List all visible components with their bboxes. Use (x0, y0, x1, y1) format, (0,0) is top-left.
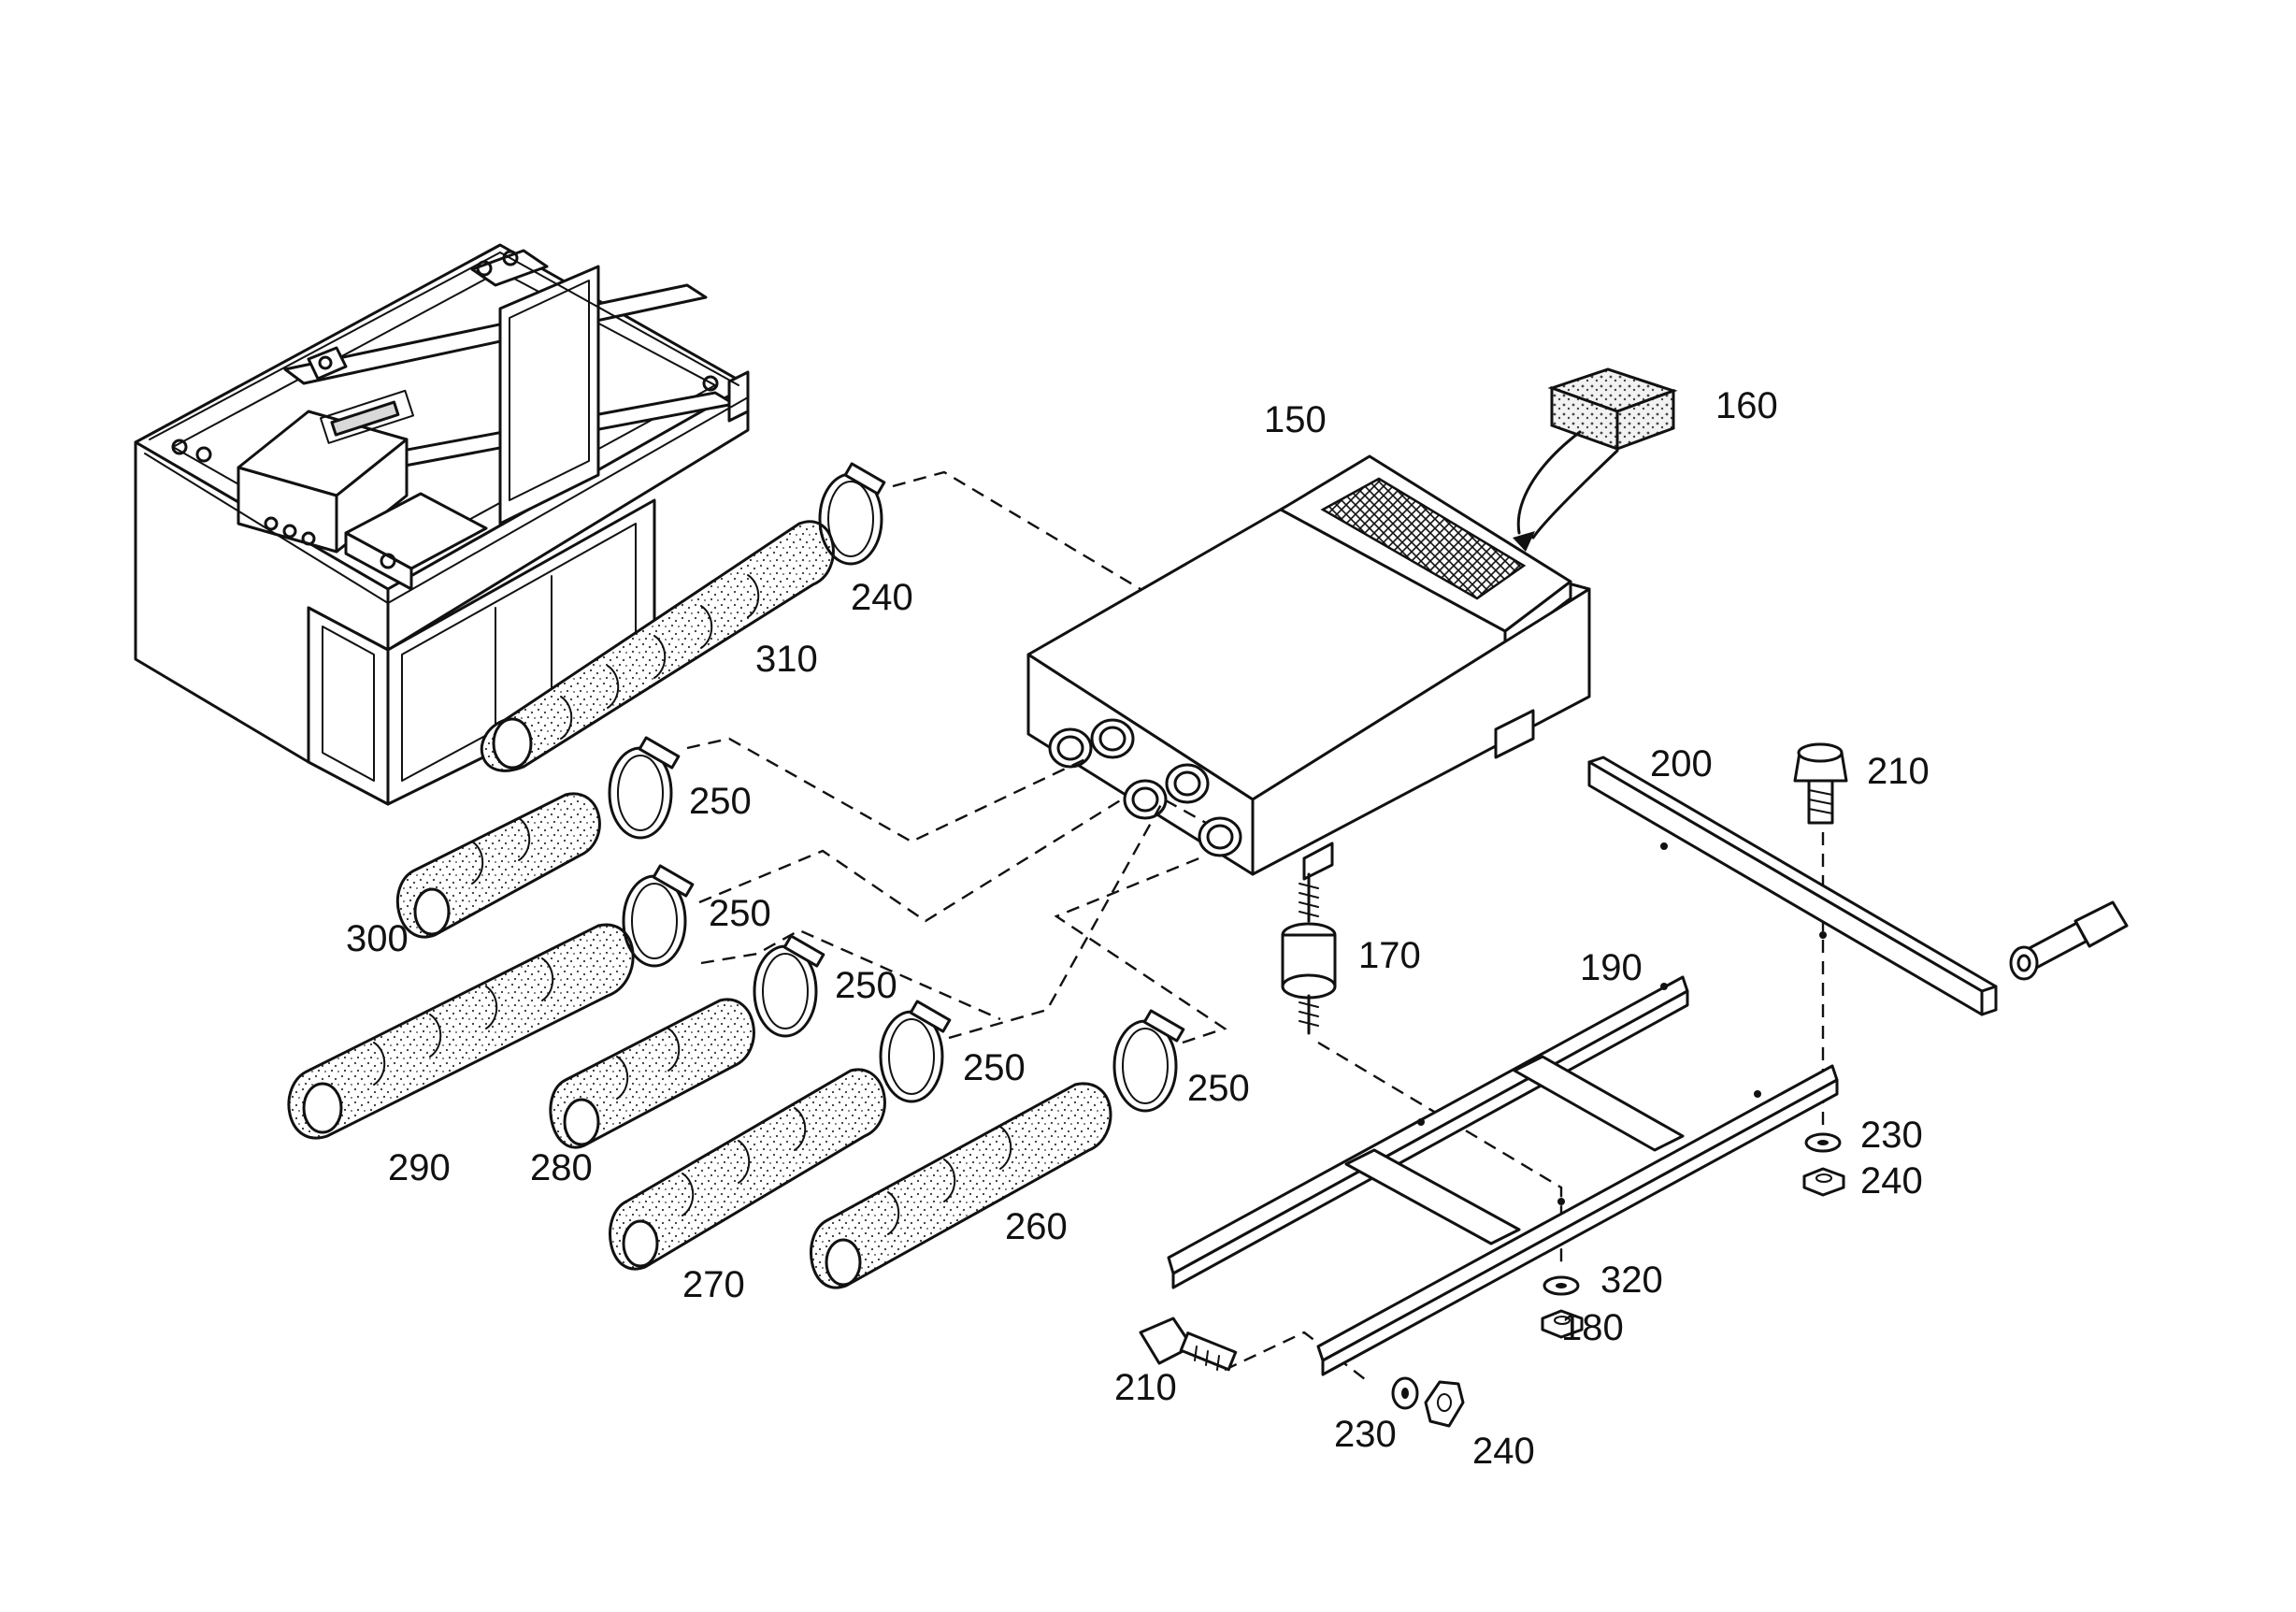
base-frame (1167, 975, 1839, 1376)
callout-310: 310 (755, 639, 818, 680)
callout-250-b: 250 (709, 893, 771, 934)
callout-250-e: 250 (1187, 1068, 1250, 1109)
hose-clamp (753, 934, 825, 1038)
callout-230-bottom: 230 (1334, 1414, 1397, 1455)
callout-300: 300 (346, 918, 409, 959)
bolt-vertical (1793, 742, 1848, 825)
alignment-lines (686, 470, 1825, 1380)
callout-260: 260 (1005, 1206, 1068, 1247)
nut (1424, 1380, 1465, 1428)
callout-190: 190 (1580, 947, 1643, 988)
callout-320: 320 (1600, 1259, 1663, 1301)
callout-150: 150 (1264, 399, 1327, 440)
callout-250-c: 250 (835, 965, 897, 1006)
bolt-lower (1139, 1317, 1238, 1372)
hose-280 (549, 998, 755, 1149)
callout-200: 200 (1650, 743, 1713, 784)
hose-clamp (818, 462, 886, 566)
callout-240-clamp: 240 (851, 577, 913, 618)
callout-240-bottom: 240 (1472, 1431, 1535, 1472)
callout-210-top: 210 (1867, 751, 1930, 792)
callout-labels: 150 160 170 180 190 200 210 210 230 230 … (346, 385, 1930, 1472)
callout-160: 160 (1715, 385, 1778, 426)
filter-pad (1513, 367, 1678, 552)
pipe-port (1048, 718, 1242, 857)
washer (1804, 1132, 1842, 1153)
hose-clamp (879, 1000, 952, 1103)
washer (1543, 1275, 1580, 1296)
callout-290: 290 (388, 1147, 451, 1188)
hose-clamp (608, 736, 681, 840)
nut (1541, 1309, 1584, 1339)
machine-frame (134, 243, 750, 806)
hose-300 (395, 792, 601, 939)
callout-270: 270 (682, 1264, 745, 1305)
callout-170: 170 (1358, 935, 1421, 976)
callout-240-right: 240 (1860, 1160, 1923, 1202)
callout-180: 180 (1561, 1307, 1624, 1348)
hose-310 (480, 520, 835, 772)
hose-clamp (1112, 1009, 1185, 1113)
bolt-side (2009, 900, 2129, 981)
hose-260 (810, 1082, 1112, 1289)
callout-280: 280 (530, 1147, 593, 1188)
callout-210-bottom: 210 (1114, 1367, 1177, 1408)
nut (1802, 1167, 1845, 1197)
callout-230-right: 230 (1860, 1115, 1923, 1156)
hose-clamp (622, 864, 695, 968)
mounting-bracket (1587, 756, 1998, 1016)
callout-250-d: 250 (963, 1047, 1026, 1088)
hose-270 (609, 1068, 886, 1271)
washer (1391, 1376, 1419, 1410)
main-unit (1026, 454, 1591, 881)
callout-250-a: 250 (689, 781, 752, 822)
vibration-mount (1281, 872, 1337, 1035)
